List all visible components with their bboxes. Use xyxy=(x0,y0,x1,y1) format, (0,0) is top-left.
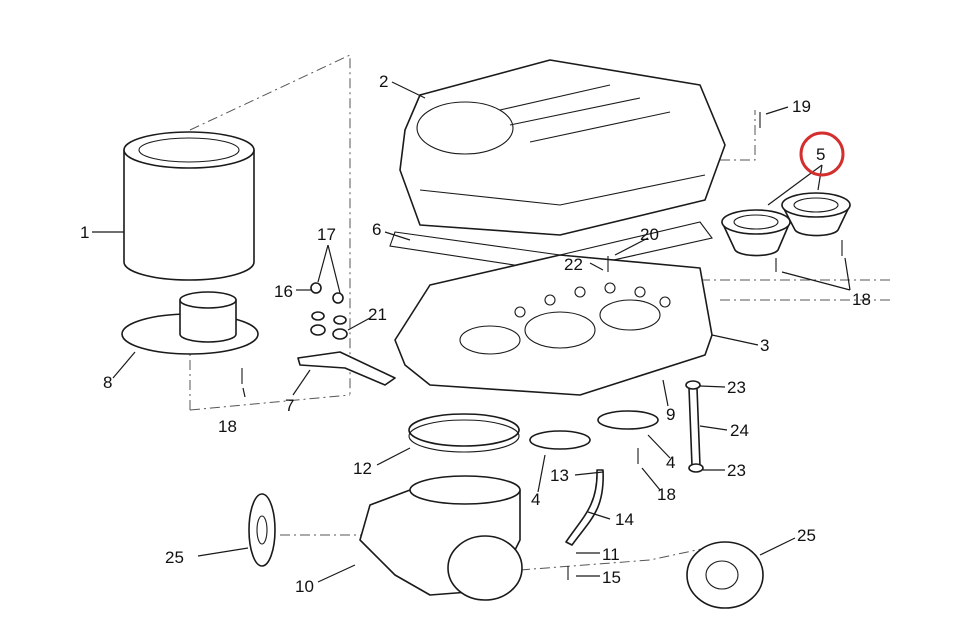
callout-21: 21 xyxy=(368,305,387,324)
o-rings xyxy=(529,410,659,450)
callout-8: 8 xyxy=(103,373,112,392)
callout-22: 22 xyxy=(564,255,583,274)
callout-16: 16 xyxy=(274,282,293,301)
velocity-stacks xyxy=(721,192,851,257)
callout-18a: 18 xyxy=(218,417,237,436)
callout-4b: 4 xyxy=(666,453,675,472)
callout-2: 2 xyxy=(379,72,388,91)
hose-clamp xyxy=(408,413,520,453)
callout-11: 11 xyxy=(602,545,620,564)
callout-4a: 4 xyxy=(531,490,540,509)
grommet-right xyxy=(686,541,764,609)
callout-10: 10 xyxy=(295,577,314,596)
filter-base-plate xyxy=(121,291,259,355)
callout-9: 9 xyxy=(666,405,675,424)
airbox-lower-housing xyxy=(394,254,713,396)
callout-23a: 23 xyxy=(727,378,746,397)
bracket xyxy=(297,351,396,386)
callout-25b: 25 xyxy=(797,526,816,545)
callout-18c: 18 xyxy=(657,485,676,504)
screws xyxy=(241,112,843,580)
callout-23b: 23 xyxy=(727,461,746,480)
callout-1: 1 xyxy=(80,223,89,242)
callout-5: 5 xyxy=(816,145,825,164)
callout-6: 6 xyxy=(372,220,381,239)
airbox-cover xyxy=(399,59,726,236)
air-filter xyxy=(123,131,255,281)
leader-lines xyxy=(92,81,851,583)
highlight-circle xyxy=(799,131,845,177)
breather-hose xyxy=(685,380,704,473)
callout-15: 15 xyxy=(602,568,621,587)
callout-20: 20 xyxy=(640,225,659,244)
callout-3: 3 xyxy=(760,336,769,355)
callout-12: 12 xyxy=(353,459,372,478)
callout-25a: 25 xyxy=(165,548,184,567)
callout-labels: 1 2 3 4 4 5 6 7 8 9 10 11 12 13 14 15 16… xyxy=(80,72,871,596)
callout-7: 7 xyxy=(285,396,294,415)
intake-manifold xyxy=(359,475,523,601)
grommet-left xyxy=(248,493,276,567)
callout-13: 13 xyxy=(550,466,569,485)
fasteners-16-17-21 xyxy=(310,282,348,340)
callout-14: 14 xyxy=(615,510,634,529)
callout-17: 17 xyxy=(317,225,336,244)
drain-hose xyxy=(565,469,604,546)
callout-24: 24 xyxy=(730,421,749,440)
callout-19: 19 xyxy=(792,97,811,116)
callout-18b: 18 xyxy=(852,290,871,309)
